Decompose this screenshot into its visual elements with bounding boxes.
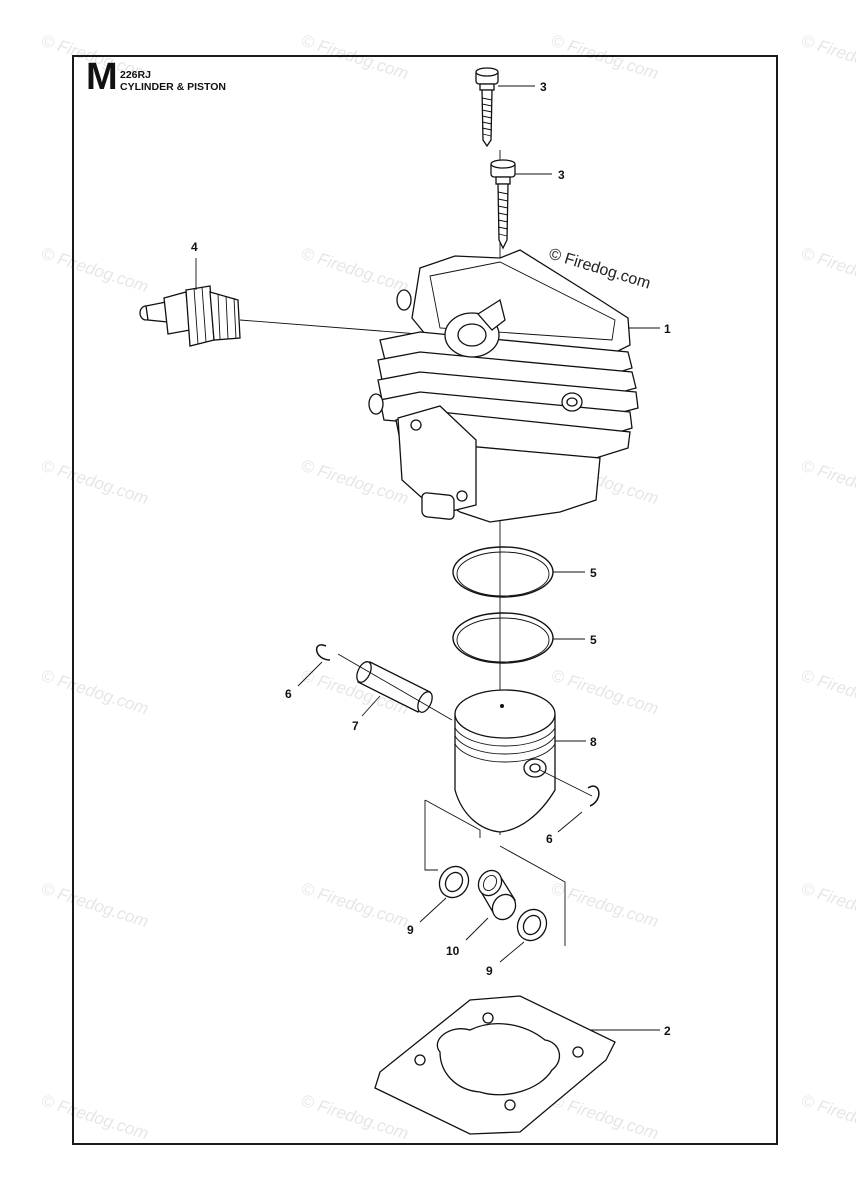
thrust-washer-left (438, 865, 470, 899)
callout-circlip-left: 6 (285, 687, 292, 701)
leader-needle-bearing (465, 917, 489, 941)
callout-cylinder: 1 (664, 322, 671, 336)
callout-screw-lower: 3 (558, 168, 565, 182)
section-letter: M (86, 56, 118, 98)
callout-circlip-right: 6 (546, 832, 553, 846)
callout-needle-bearing: 10 (446, 944, 460, 958)
watermark-text: © Firedog.com (799, 31, 856, 84)
watermark-text: © Firedog.com (799, 244, 856, 297)
callout-washer-left: 9 (407, 923, 414, 937)
callout-piston-pin: 7 (352, 719, 359, 733)
model-label: 226RJ (120, 69, 151, 81)
watermark-text: © Firedog.com (299, 244, 411, 297)
thrust-washer-right (516, 908, 548, 942)
watermark-text: © Firedog.com (39, 666, 151, 719)
leader-washer-left (419, 897, 447, 923)
needle-bearing (477, 869, 517, 921)
watermark-text: © Firedog.com (549, 31, 661, 84)
callout-gasket: 2 (664, 1024, 671, 1038)
callout-ring-lower: 5 (590, 633, 597, 647)
callout-ring-upper: 5 (590, 566, 597, 580)
callout-screw-upper: 3 (540, 80, 547, 94)
watermark-text: © Firedog.com (799, 1091, 856, 1144)
callout-washer-right: 9 (486, 964, 493, 978)
leader-circlip-right (557, 811, 583, 833)
watermark-text: © Firedog.com (549, 879, 661, 932)
watermark-text: © Firedog.com (39, 31, 151, 84)
screw-upper (475, 67, 499, 148)
watermark-grid: © Firedog.com © Firedog.com © Firedog.co… (39, 31, 856, 1144)
cylinder (368, 249, 639, 523)
leader-circlip-left (297, 661, 323, 687)
piston-ring-upper (452, 546, 554, 598)
bearing-bracket-right (499, 845, 566, 946)
circlip-left (316, 644, 331, 661)
watermark-text: © Firedog.com (39, 879, 151, 932)
watermark-text: © Firedog.com (549, 666, 661, 719)
screw-lower (490, 159, 516, 250)
piston (454, 689, 556, 833)
pin-axis (337, 653, 453, 721)
bearing-bracket-top (424, 799, 481, 838)
piston-pin (356, 661, 433, 713)
watermark-text: © Firedog.com (299, 456, 411, 509)
cylinder-gasket (374, 995, 616, 1135)
bearing-bracket-left (424, 800, 438, 871)
callout-piston: 8 (590, 735, 597, 749)
callout-spark-plug: 4 (191, 240, 198, 254)
leader-washer-right (499, 941, 525, 963)
pin-axis-right (539, 769, 593, 797)
watermark-text: © Firedog.com (799, 666, 856, 719)
watermark-text: © Firedog.com (39, 244, 151, 297)
watermark-text: © Firedog.com (799, 456, 856, 509)
spark-plug (139, 258, 241, 347)
piston-ring-lower (452, 612, 554, 664)
watermark-text: © Firedog.com (549, 1091, 661, 1144)
diagram-frame (72, 55, 778, 1145)
watermark-text: © Firedog.com (799, 879, 856, 932)
circlip-right (587, 785, 600, 807)
leader-piston-pin (361, 695, 381, 717)
watermark-text: © Firedog.com (39, 1091, 151, 1144)
watermark-text: © Firedog.com (299, 31, 411, 84)
watermark-text: © Firedog.com (39, 456, 151, 509)
watermark-text: © Firedog.com (299, 1091, 411, 1144)
watermark-text: © Firedog.com (299, 879, 411, 932)
diagram-title: CYLINDER & PISTON (120, 81, 226, 93)
